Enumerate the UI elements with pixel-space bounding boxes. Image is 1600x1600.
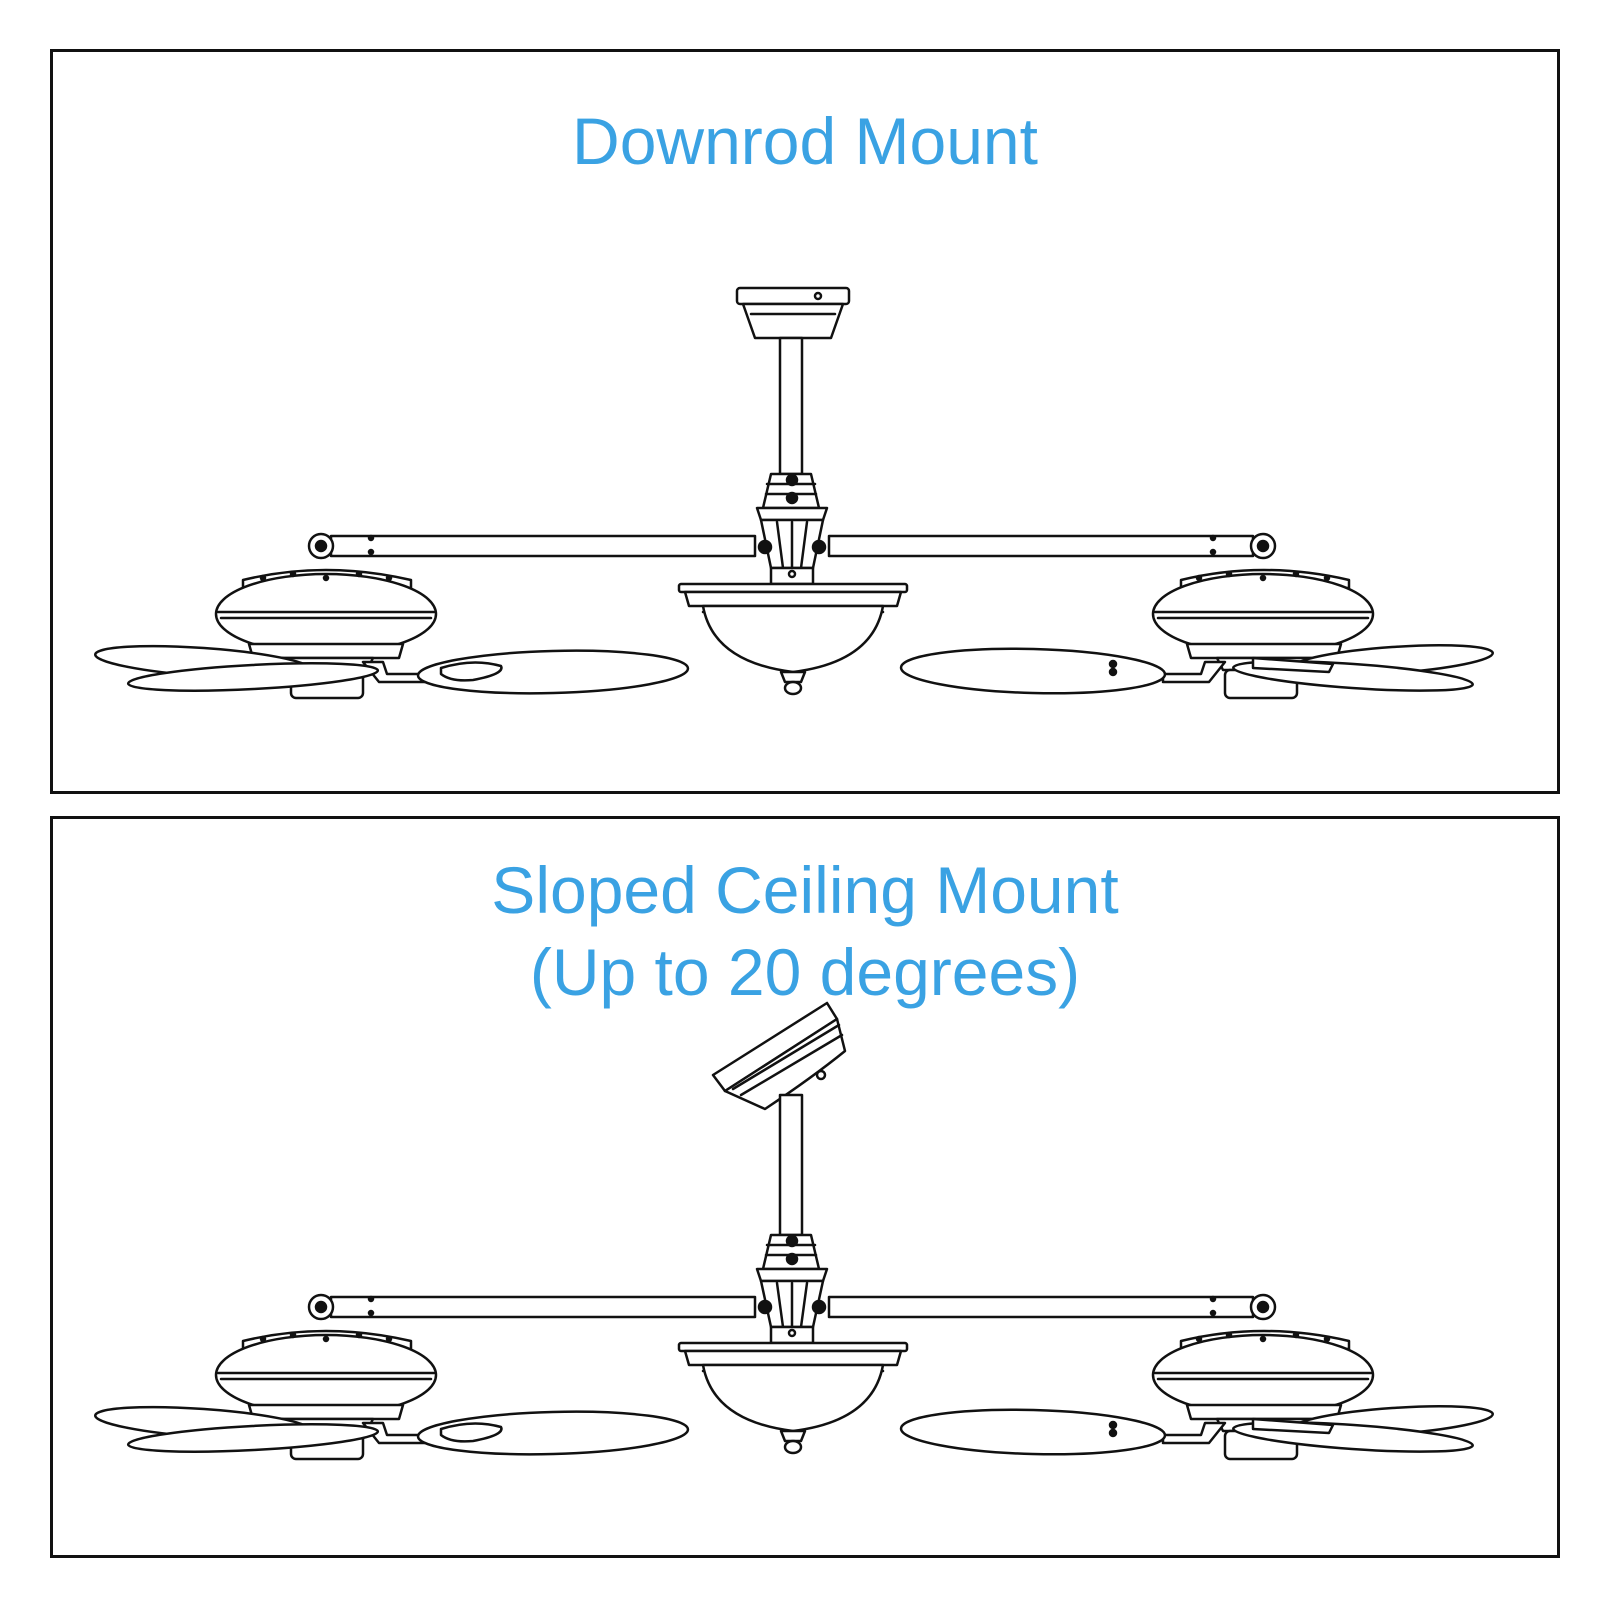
light-kit (679, 584, 907, 694)
downrod-mount-title: Downrod Mount (572, 104, 1038, 178)
sloped-right-fan-blades (900, 1401, 1493, 1457)
sloped-mount-title-line2: (Up to 20 degrees) (529, 935, 1081, 1009)
sloped-ceiling-mount-panel: Sloped Ceiling Mount (Up to 20 degrees) (50, 816, 1560, 1558)
ceiling-canopy (737, 288, 849, 338)
right-fan-blades (900, 640, 1493, 696)
sloped-ceiling-canopy (713, 1003, 845, 1109)
left-fan-blades (94, 641, 688, 697)
downrod-fan-illustration (53, 52, 1563, 797)
cross-bar (309, 534, 1275, 558)
sloped-center-hub (757, 1235, 827, 1343)
center-hub (757, 474, 827, 584)
sloped-light-kit (679, 1343, 907, 1453)
sloped-fan-illustration (53, 819, 1563, 1561)
sloped-right-fan-head (1153, 1331, 1373, 1459)
sloped-mount-title-line1: Sloped Ceiling Mount (491, 853, 1119, 927)
downrod (780, 338, 802, 474)
sloped-mount-title: Sloped Ceiling Mount (Up to 20 degrees) (53, 849, 1557, 1013)
sloped-cross-bar (309, 1295, 1275, 1319)
downrod-mount-panel: Downrod Mount (50, 49, 1560, 794)
sloped-downrod (780, 1095, 802, 1235)
sloped-left-fan-blades (94, 1402, 688, 1458)
